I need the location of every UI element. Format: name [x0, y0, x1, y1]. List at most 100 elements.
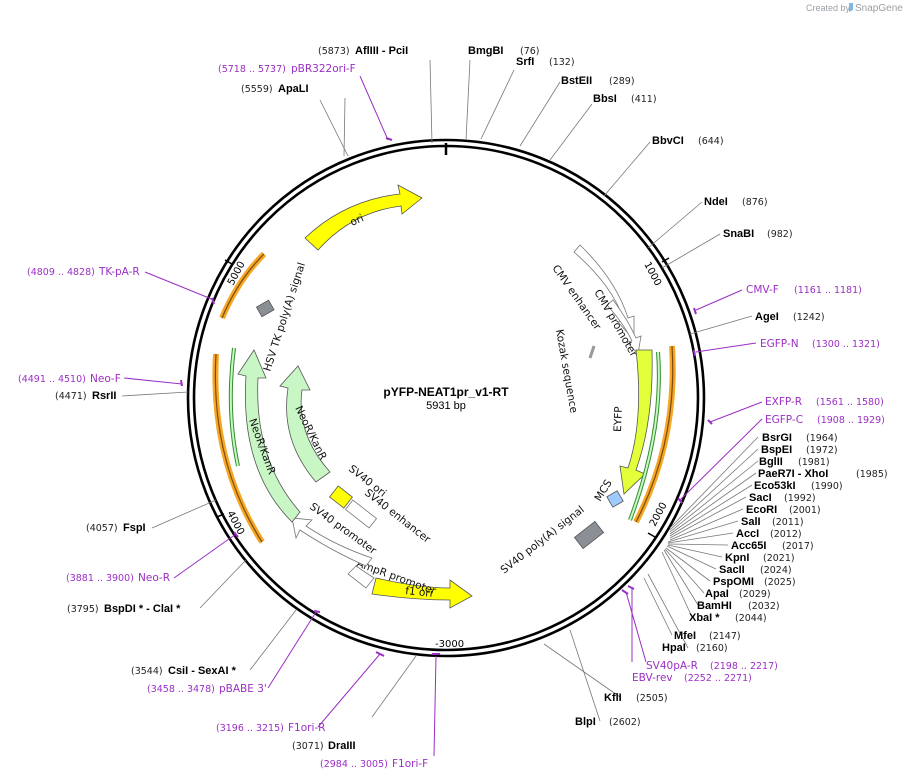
primer-f1ori-f: F1ori-F: [392, 758, 428, 770]
backbone-outer-ring: [186, 138, 706, 658]
enzyme-pos-sali: (2011): [772, 517, 804, 528]
neor-outer-feature: [237, 349, 301, 523]
enzyme-fspi: FspI: [123, 522, 146, 534]
enzyme-pos-paer7i: (1985): [856, 469, 888, 480]
orange-feature-left-lower-inner: [214, 353, 263, 543]
primer-range-tk-pa-r: (4809 .. 4828): [27, 267, 95, 278]
enzyme-pos-ndei: (876): [742, 197, 768, 208]
enzyme-snabi: SnaBI: [723, 228, 754, 240]
enzyme-bspdi: BspDI * - ClaI *: [104, 603, 181, 615]
plasmid-name: pYFP-NEAT1pr_v1-RT: [383, 385, 509, 399]
enzyme-pos-bamhi: (2032): [748, 601, 780, 612]
enzyme-pos-eco53ki: (1990): [811, 481, 843, 492]
enzyme-pos-bbsi: (411): [631, 94, 657, 105]
primer-exfp-r: EXFP-R: [765, 396, 802, 408]
neor-inner-feature: [279, 365, 331, 483]
sv40-ori-feature: [329, 485, 353, 509]
primer-range-f1ori-r: (3196 .. 3215): [216, 723, 284, 734]
enzyme-connector-lines: [121, 59, 759, 722]
primer-sv40pa-r: SV40pA-R: [646, 660, 698, 672]
tick-1000-mark: [661, 257, 670, 263]
primer-cmv-f: CMV-F: [746, 284, 779, 296]
primer-range-cmv-f: (1161 .. 1181): [794, 285, 862, 296]
enzyme-bmgbi: BmgBI: [468, 45, 503, 57]
kozak-feature: [588, 345, 596, 359]
primer-range-f1ori-f: (2984 .. 3005): [320, 759, 388, 770]
tick-2000: 2000: [648, 501, 670, 529]
enzyme-pos-saci: (1992): [784, 493, 816, 504]
primer-ebv-rev: EBV-rev: [632, 672, 673, 684]
enzyme-pos-bmgbi: (76): [520, 46, 540, 57]
snapgene-brand: SnapGene: [855, 3, 903, 14]
enzyme-pos-agei: (1242): [793, 312, 825, 323]
f1-ori-feature: [371, 577, 473, 609]
primer-range-egfp-c: (1908 .. 1929): [817, 415, 885, 426]
plasmid-length: 5931 bp: [426, 400, 466, 412]
primer-markers: [180, 137, 713, 657]
enzyme-apali: ApaLI: [278, 83, 309, 95]
enzyme-pos-mfei: (2147): [709, 631, 741, 642]
sv40-promoter-feature: [291, 517, 373, 567]
enzyme-paer7i: PaeR7I - XhoI: [758, 468, 828, 480]
primer-neo-f: Neo-F: [90, 373, 121, 385]
enzyme-pos-acc65i: (2017): [782, 541, 814, 552]
enzyme-csii: CsiI - SexAI *: [168, 665, 237, 677]
primer-f1ori-r: F1ori-R: [288, 722, 325, 734]
enzyme-bspei: BspEI: [761, 444, 792, 456]
primer-range-neo-r: (3881 .. 3900): [66, 573, 134, 584]
enzyme-kpni: KpnI: [725, 552, 749, 564]
enzyme-bsteii: BstEII: [561, 75, 592, 87]
enzyme-draiii: DraIII: [328, 740, 356, 752]
enzyme-blpi: BlpI: [575, 716, 596, 728]
enzyme-apai: ApaI: [705, 588, 729, 600]
enzyme-pspomi: PspOMI: [713, 576, 754, 588]
primer-egfp-n: EGFP-N: [760, 338, 799, 350]
enzyme-pos-csii: (3544): [131, 666, 163, 677]
primer-range-ebv-rev: (2252 .. 2271): [684, 673, 752, 684]
enzyme-hpai: HpaI: [662, 642, 686, 654]
primer-egfp-c: EGFP-C: [765, 414, 803, 426]
primer-pbabe3: pBABE 3': [219, 683, 267, 695]
orange-feature-right-inner: [635, 345, 674, 523]
enzyme-bamhi: BamHI: [697, 600, 732, 612]
enzyme-pos-xbai: (2044): [735, 613, 767, 624]
enzyme-bsrgi: BsrGI: [762, 432, 792, 444]
enzyme-pos-acci: (2012): [770, 529, 802, 540]
enzyme-pos-hpai: (2160): [696, 643, 728, 654]
ori-feature: [304, 184, 423, 251]
enzyme-pos-aflIII: (5873): [318, 46, 350, 57]
enzyme-pos-blpi: (2602): [609, 717, 641, 728]
kozak-label: Kozak sequence: [553, 328, 580, 414]
green-feature-left-fill: [229, 347, 239, 467]
enzyme-kfli: KflI: [604, 692, 622, 704]
hsv-tk-label: HSV TK poly(A) signal: [261, 261, 308, 373]
enzyme-pos-snabi: (982): [767, 229, 793, 240]
enzyme-pos-bspdi: (3795): [67, 604, 99, 615]
sv40-polya-label: SV40 poly(A) signal: [498, 504, 586, 577]
enzyme-aflIII: AflIII - PciI: [355, 45, 408, 57]
sv40-enhancer-feature: [344, 499, 378, 529]
enzyme-acc65i: Acc65I: [731, 540, 766, 552]
enzyme-agei: AgeI: [755, 311, 779, 323]
enzyme-pos-rsrii: (4471): [55, 391, 87, 402]
cmv-promoter-feature: [606, 299, 642, 355]
enzyme-pos-bsteii: (289): [609, 76, 635, 87]
enzyme-sali: SalI: [741, 516, 761, 528]
enzyme-bbvci: BbvCI: [652, 135, 684, 147]
enzyme-pos-bglii: (1981): [798, 457, 830, 468]
mcs-feature: [606, 490, 624, 508]
enzyme-bglii: BglII: [759, 456, 783, 468]
enzyme-pos-apai: (2029): [739, 589, 771, 600]
primer-range-pbabe3: (3458 .. 3478): [147, 684, 215, 695]
ori-label: ori: [348, 212, 365, 229]
primer-pbr322ori-f: pBR322ori-F: [291, 63, 356, 75]
enzyme-pos-bsrgi: (1964): [806, 433, 838, 444]
enzyme-sacii: SacII: [719, 564, 745, 576]
tick-2000-mark: [647, 532, 656, 538]
enzyme-pos-apali: (5559): [241, 84, 273, 95]
enzyme-pos-pspomi: (2025): [764, 577, 796, 588]
enzyme-saci: SacI: [749, 492, 772, 504]
enzyme-ecori: EcoRI: [746, 504, 777, 516]
enzyme-pos-kfli: (2505): [636, 693, 668, 704]
ampr-promoter-feature: [347, 565, 375, 589]
